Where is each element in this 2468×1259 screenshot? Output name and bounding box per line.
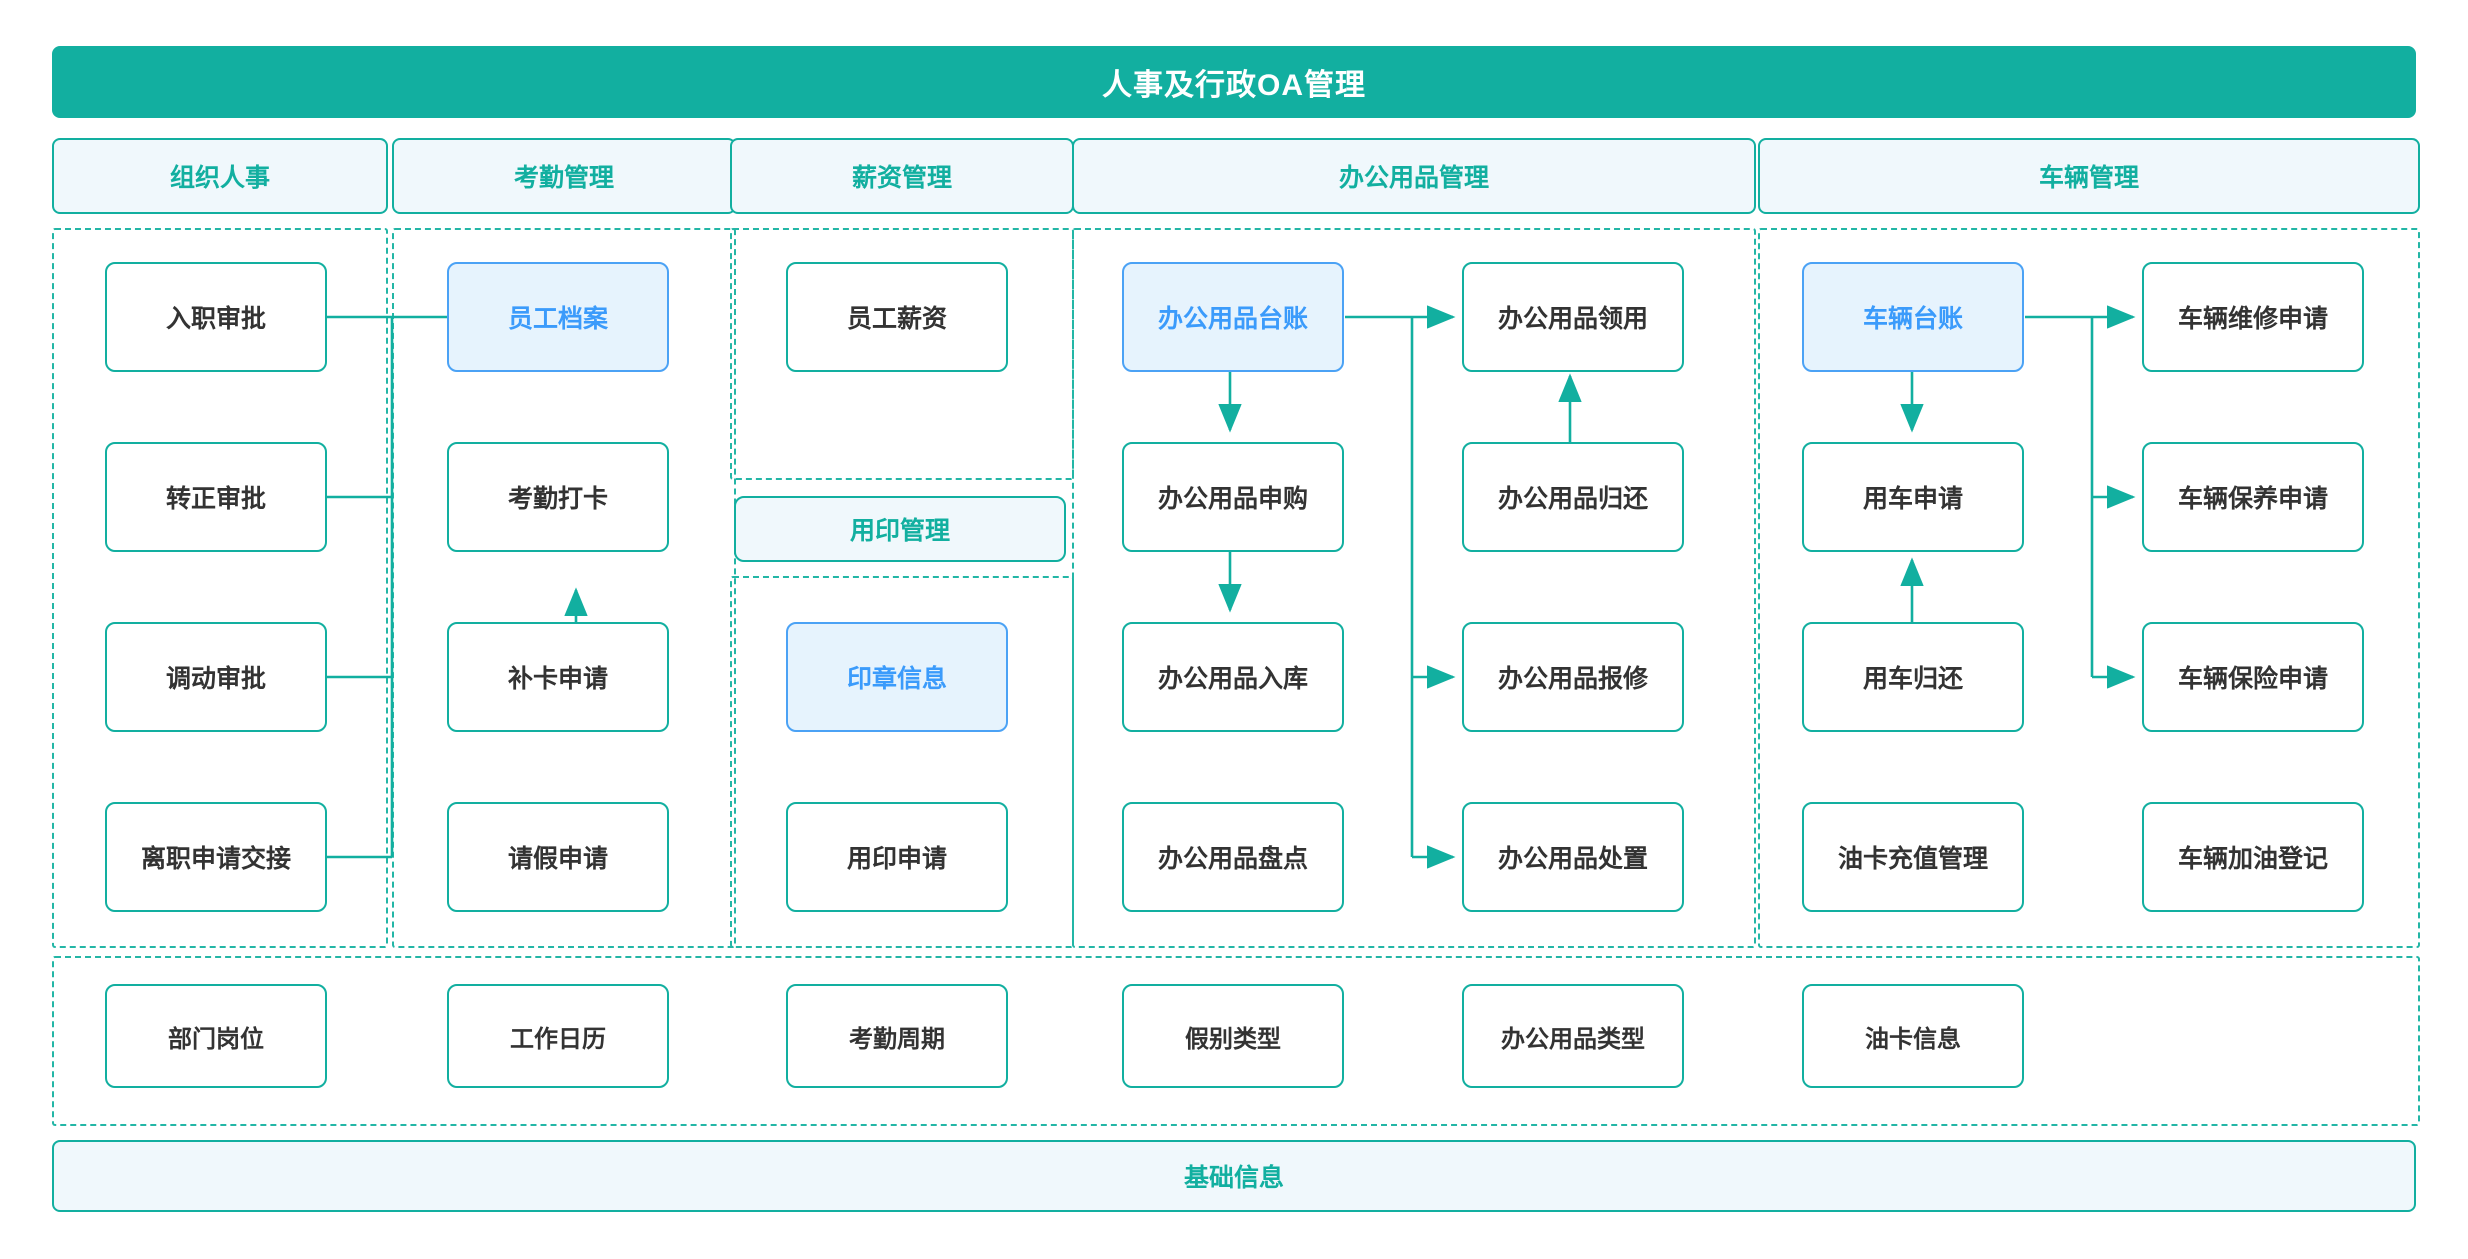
footer-basic-info[interactable]: 基础信息 <box>52 1140 2416 1212</box>
node-vehicle-left-3[interactable]: 油卡充值管理 <box>1802 802 2024 912</box>
node-vehicle-right-2[interactable]: 车辆保险申请 <box>2142 622 2364 732</box>
tab-salary[interactable]: 薪资管理 <box>730 138 1074 214</box>
node-supplies-left-0[interactable]: 办公用品台账 <box>1122 262 1344 372</box>
node-basic-1[interactable]: 工作日历 <box>447 984 669 1088</box>
node-supplies-right-2[interactable]: 办公用品报修 <box>1462 622 1684 732</box>
group-frame-org-hr <box>52 228 388 948</box>
tab-attendance[interactable]: 考勤管理 <box>392 138 736 214</box>
tab-office-supplies[interactable]: 办公用品管理 <box>1072 138 1756 214</box>
node-attendance-2[interactable]: 补卡申请 <box>447 622 669 732</box>
node-seal-0[interactable]: 印章信息 <box>786 622 1008 732</box>
page-title: 人事及行政OA管理 <box>52 46 2416 118</box>
node-vehicle-right-1[interactable]: 车辆保养申请 <box>2142 442 2364 552</box>
group-frame-basic-info <box>52 956 2420 1126</box>
node-supplies-left-1[interactable]: 办公用品申购 <box>1122 442 1344 552</box>
node-seal-1[interactable]: 用印申请 <box>786 802 1008 912</box>
node-org-2[interactable]: 调动审批 <box>105 622 327 732</box>
node-vehicle-left-2[interactable]: 用车归还 <box>1802 622 2024 732</box>
node-supplies-right-0[interactable]: 办公用品领用 <box>1462 262 1684 372</box>
node-attendance-3[interactable]: 请假申请 <box>447 802 669 912</box>
node-vehicle-left-1[interactable]: 用车申请 <box>1802 442 2024 552</box>
node-org-0[interactable]: 入职审批 <box>105 262 327 372</box>
node-org-3[interactable]: 离职申请交接 <box>105 802 327 912</box>
tab-org-hr[interactable]: 组织人事 <box>52 138 388 214</box>
node-vehicle-right-3[interactable]: 车辆加油登记 <box>2142 802 2364 912</box>
node-salary-0[interactable]: 员工薪资 <box>786 262 1008 372</box>
node-org-1[interactable]: 转正审批 <box>105 442 327 552</box>
node-basic-4[interactable]: 办公用品类型 <box>1462 984 1684 1088</box>
node-supplies-left-3[interactable]: 办公用品盘点 <box>1122 802 1344 912</box>
node-vehicle-right-0[interactable]: 车辆维修申请 <box>2142 262 2364 372</box>
node-basic-0[interactable]: 部门岗位 <box>105 984 327 1088</box>
group-frame-vehicle <box>1758 228 2420 948</box>
subsection-title-seal[interactable]: 用印管理 <box>734 496 1066 562</box>
tab-vehicle[interactable]: 车辆管理 <box>1758 138 2420 214</box>
node-attendance-0[interactable]: 员工档案 <box>447 262 669 372</box>
node-basic-5[interactable]: 油卡信息 <box>1802 984 2024 1088</box>
node-supplies-right-1[interactable]: 办公用品归还 <box>1462 442 1684 552</box>
node-basic-3[interactable]: 假别类型 <box>1122 984 1344 1088</box>
node-attendance-1[interactable]: 考勤打卡 <box>447 442 669 552</box>
node-supplies-left-2[interactable]: 办公用品入库 <box>1122 622 1344 732</box>
node-vehicle-left-0[interactable]: 车辆台账 <box>1802 262 2024 372</box>
node-basic-2[interactable]: 考勤周期 <box>786 984 1008 1088</box>
node-supplies-right-3[interactable]: 办公用品处置 <box>1462 802 1684 912</box>
group-frame-office-supplies <box>1072 228 1756 948</box>
